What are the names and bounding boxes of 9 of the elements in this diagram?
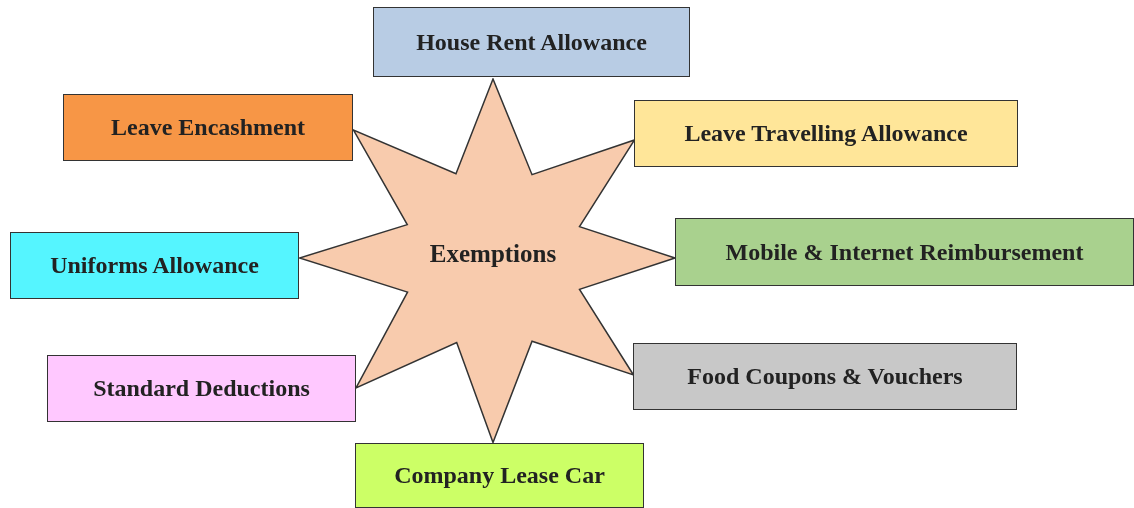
allowance-box: Food Coupons & Vouchers	[633, 343, 1017, 410]
allowance-box: Uniforms Allowance	[10, 232, 299, 299]
allowance-box: Leave Travelling Allowance	[634, 100, 1018, 167]
allowance-box: Leave Encashment	[63, 94, 353, 161]
allowance-box: Mobile & Internet Reimbursement	[675, 218, 1134, 286]
allowance-box: House Rent Allowance	[373, 7, 690, 77]
star-label: Exemptions	[429, 240, 557, 268]
allowance-box: Company Lease Car	[355, 443, 644, 508]
allowance-box: Standard Deductions	[47, 355, 356, 422]
